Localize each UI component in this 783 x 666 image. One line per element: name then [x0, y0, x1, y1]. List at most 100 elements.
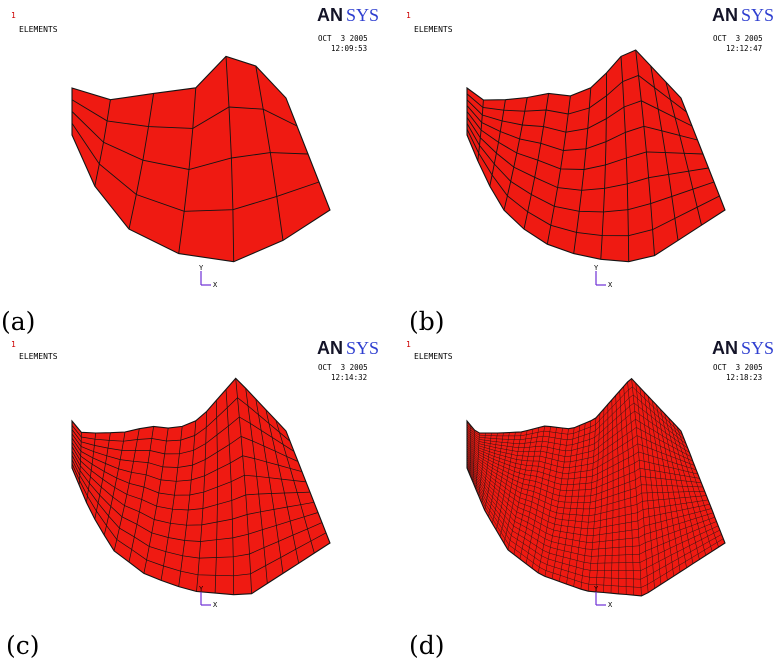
ansys-plot-c: 1 ELEMENTS AN SYS OCT 3 2005 12:14:32 Y …: [11, 338, 379, 609]
mesh-col-line: [639, 387, 662, 585]
mesh-col-line: [525, 426, 551, 564]
mesh-col-line: [128, 426, 154, 563]
ansys-plot-a: 1 ELEMENTS AN SYS OCT 3 2005 12:09:53 Y …: [11, 5, 379, 289]
mesh-col-line: [472, 430, 475, 483]
panel-a: 1 ELEMENTS AN SYS OCT 3 2005 12:09:53 Y …: [0, 0, 392, 336]
panel-b: 1 ELEMENTS AN SYS OCT 3 2005 12:12:47 Y …: [395, 0, 783, 336]
mesh-col-line: [477, 99, 484, 161]
mesh-col-line: [595, 408, 605, 592]
axis-x-label: X: [213, 601, 218, 609]
mesh-col-line: [255, 65, 284, 241]
mesh-col-line: [275, 420, 315, 554]
mesh-col-line: [603, 404, 609, 593]
panel-c: 1 ELEMENTS AN SYS OCT 3 2005 12:14:32 Y …: [0, 333, 392, 666]
coordinate-triad: Y X: [594, 264, 613, 289]
axis-x-label: X: [608, 601, 613, 609]
axis-y-label: Y: [199, 264, 204, 272]
mesh-col-line: [481, 432, 492, 504]
mesh-col-line: [475, 432, 480, 490]
brand-sys: SYS: [741, 5, 774, 25]
brand-sys: SYS: [346, 5, 379, 25]
mesh-col-line: [656, 404, 687, 568]
mesh-col-line: [580, 417, 597, 590]
mesh-col-line: [513, 427, 540, 555]
mesh-col-line: [631, 378, 649, 593]
mesh-col-line: [573, 420, 592, 587]
mesh-col-line: [495, 432, 516, 531]
mesh-col-line: [620, 56, 630, 262]
mesh-col-line: [78, 432, 82, 486]
ansys-plot-b: 1 ELEMENTS AN SYS OCT 3 2005 12:12:47 Y …: [406, 5, 774, 289]
mesh-col-line: [113, 428, 140, 551]
brand-sys: SYS: [346, 338, 379, 358]
axis-y-label: Y: [199, 585, 204, 593]
mesh-col-line: [519, 426, 545, 560]
mesh-col-line: [499, 431, 522, 537]
mesh-col-line: [619, 390, 627, 595]
mesh-col-line: [469, 425, 472, 476]
plot-date: OCT 3 2005: [713, 34, 763, 43]
mesh-col-line: [635, 49, 655, 256]
mesh-col-line: [587, 413, 601, 592]
element-mesh: [466, 377, 726, 597]
panel-caption: (b): [409, 307, 445, 336]
mesh-col-line: [672, 422, 713, 552]
axis-x-label: X: [213, 281, 218, 289]
mesh-col-line: [635, 382, 655, 589]
shell-surface: [466, 49, 726, 263]
mesh-col-line: [643, 391, 668, 581]
mesh-col-line: [647, 396, 674, 577]
mesh-col-line: [523, 93, 550, 230]
mesh-col-line: [507, 428, 534, 550]
mesh-col-line: [537, 427, 563, 573]
mesh-col-line: [484, 432, 498, 511]
element-mesh: [71, 377, 331, 596]
mesh-col-line: [178, 420, 197, 587]
mesh-col-line: [546, 95, 571, 245]
mesh-col-line: [531, 427, 557, 569]
mesh-col-line: [143, 428, 169, 574]
plot-label: ELEMENTS: [414, 352, 453, 361]
mesh-col-line: [665, 81, 702, 226]
mesh-col-line: [627, 381, 642, 596]
mesh-col-line: [559, 425, 580, 582]
panel-d: 1 ELEMENTS AN SYS OCT 3 2005 12:18:23 Y …: [395, 333, 783, 666]
mesh-col-line: [503, 430, 528, 544]
panel-caption: (a): [1, 307, 36, 336]
mesh-col-line: [623, 386, 635, 596]
mesh-col-line: [664, 413, 700, 560]
window-number: 1: [11, 340, 16, 349]
mesh-col-line: [650, 65, 679, 241]
brand-an: AN: [712, 5, 738, 25]
axis-y-label: Y: [594, 585, 599, 593]
mesh-col-line: [255, 398, 284, 574]
mesh-col-line: [544, 428, 569, 577]
mesh-col-line: [566, 423, 586, 585]
coordinate-triad: Y X: [199, 585, 218, 609]
mesh-col-line: [225, 56, 235, 262]
brand-sys: SYS: [741, 338, 774, 358]
mesh-col-line: [492, 432, 510, 524]
brand-an: AN: [317, 5, 343, 25]
mesh-col-line: [660, 409, 694, 564]
shell-surface: [71, 55, 331, 263]
plot-time: 12:14:32: [331, 373, 367, 382]
plot-date: OCT 3 2005: [318, 363, 368, 372]
shell-surface: [71, 377, 331, 596]
brand-an: AN: [712, 338, 738, 358]
mesh-col-line: [573, 87, 592, 254]
mesh-col-line: [214, 400, 218, 594]
element-mesh: [466, 49, 726, 263]
brand-an: AN: [317, 338, 343, 358]
plot-label: ELEMENTS: [414, 25, 453, 34]
element-mesh: [71, 55, 331, 263]
panel-caption: (d): [409, 631, 445, 660]
mesh-col-line: [600, 72, 607, 260]
plot-label: ELEMENTS: [19, 352, 58, 361]
mesh-col-line: [668, 417, 707, 556]
mesh-col-line: [676, 426, 719, 548]
mesh-col-line: [488, 432, 504, 517]
plot-label: ELEMENTS: [19, 25, 58, 34]
axis-x-label: X: [608, 281, 613, 289]
mesh-col-line: [128, 93, 155, 230]
